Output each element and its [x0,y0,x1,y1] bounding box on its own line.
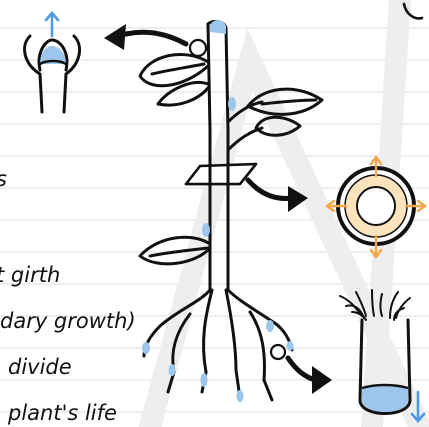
note-fragment-life: plant's life [7,401,117,425]
axillary-bud-highlight [228,97,236,111]
root-cap-meristem [362,385,408,412]
shoot-tip-magnifier [190,40,206,56]
note-fragment-girth: t girth [0,263,60,287]
note-fragment-divide: divide [8,355,72,379]
upward-growth-arrow-icon [46,13,58,36]
handwritten-notes: s t girth dary growth) divide plant's li… [0,167,136,425]
stem-tip-highlight [210,20,226,34]
note-fragment-growth: dary growth) [0,309,136,333]
note-fragment-s: s [0,167,7,191]
root-tip-pointer-arrow-icon [288,358,332,394]
root-tip-magnifier [271,345,285,359]
